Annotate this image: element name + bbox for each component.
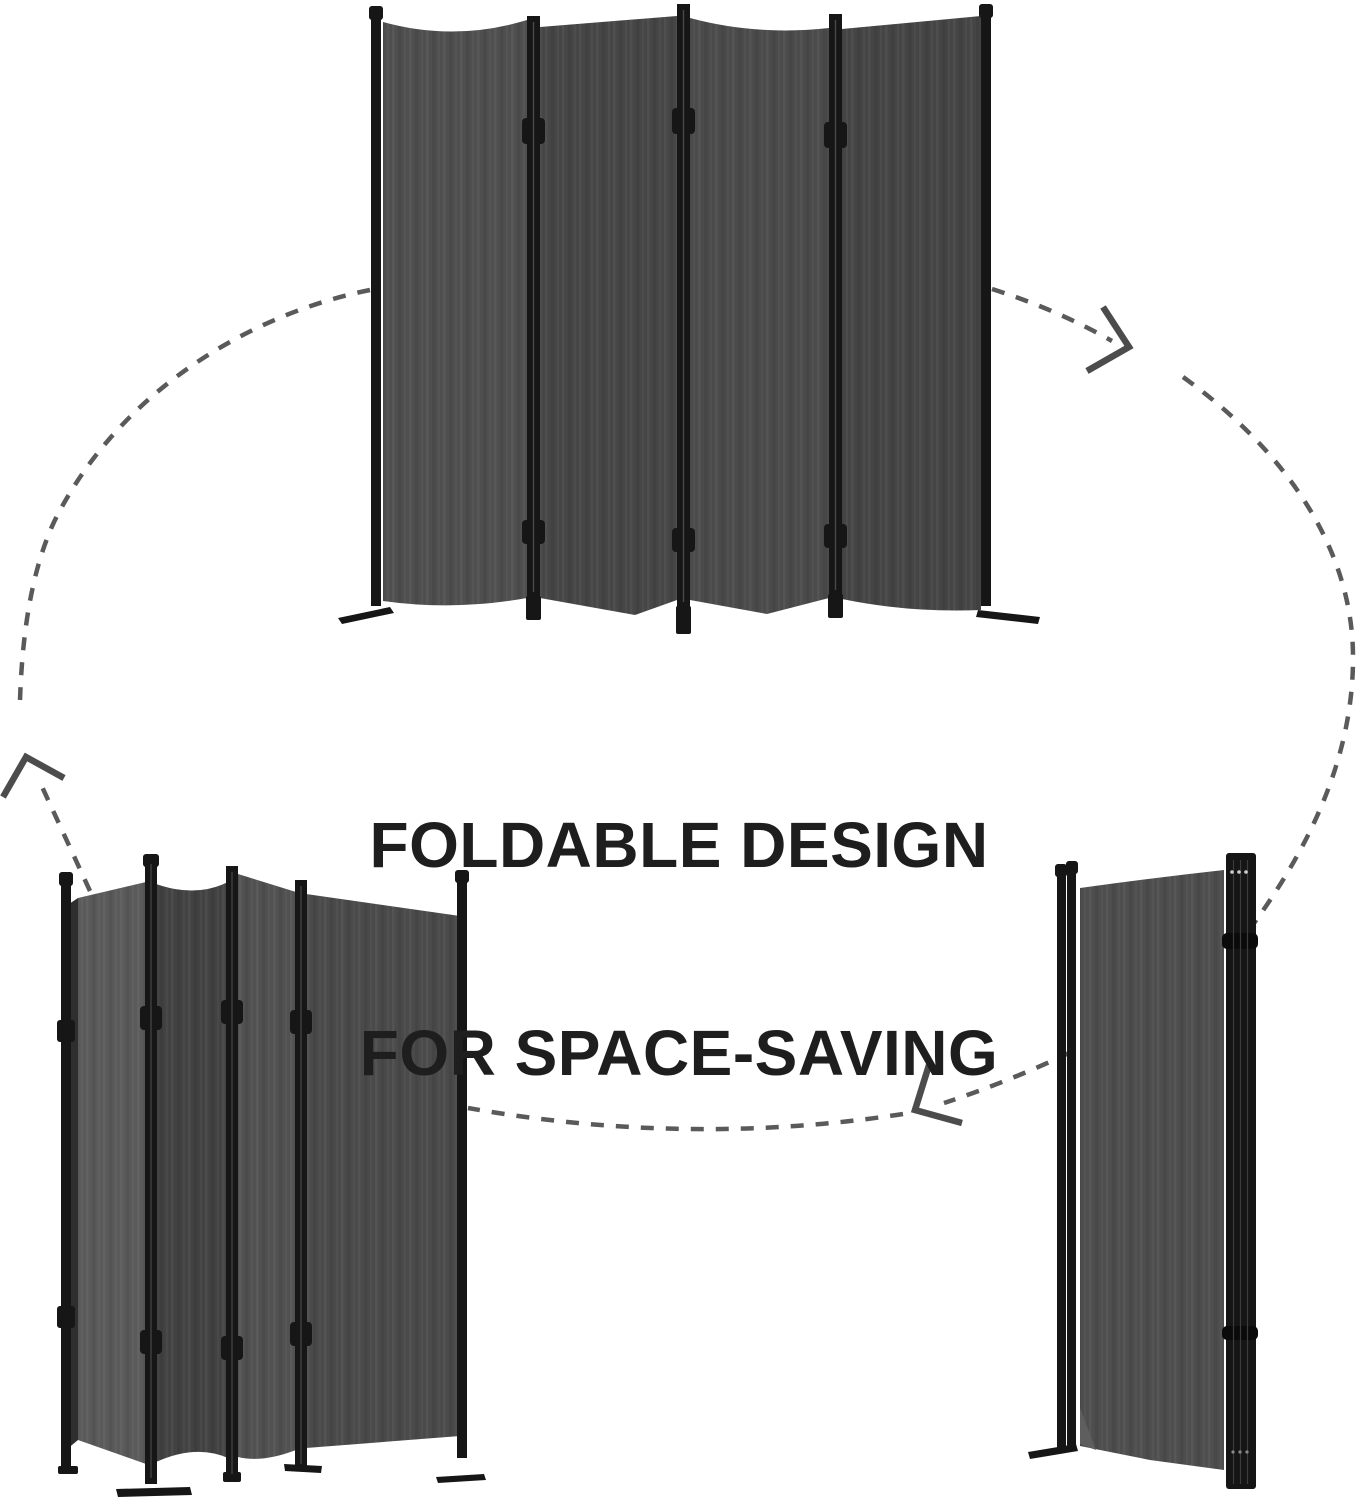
arrow-arc-bottom (467, 1105, 904, 1132)
arrow-arc-right-start (991, 286, 1114, 343)
fabric-fold (1080, 1408, 1096, 1450)
arrow-arc-left-tail (35, 777, 93, 892)
foot-right (976, 610, 1040, 624)
headline-line1: FOLDABLE DESIGN (369, 809, 989, 882)
divider-open-panels (383, 16, 981, 615)
divider-half-folded (57, 854, 486, 1497)
divider-open-frame (338, 4, 1040, 634)
foot (284, 1464, 322, 1473)
arrowhead-down-right-icon (1085, 305, 1134, 374)
foot-left (338, 607, 394, 624)
product-headline: FOLDABLE DESIGN FOR SPACE-SAVING (0, 673, 1358, 1226)
fold-cycle-arrows (17, 286, 1356, 1132)
arrowhead-left-icon (910, 1064, 963, 1127)
divider-half-folded-frame (57, 854, 486, 1497)
arrow-arc-left (17, 287, 371, 701)
arrow-arc-right (1181, 375, 1356, 936)
divider-open (338, 4, 1040, 634)
foot (116, 1487, 192, 1497)
arrowhead-up-left-icon (0, 752, 66, 799)
divider-half-folded-panels (66, 874, 460, 1464)
headline-line2: FOR SPACE-SAVING (359, 1016, 999, 1089)
foot (436, 1474, 486, 1483)
foot (1028, 1444, 1078, 1459)
divider-folded (1028, 853, 1258, 1489)
fold-cycle-arrowheads (0, 305, 1134, 1127)
hinge-pins (1230, 870, 1248, 874)
